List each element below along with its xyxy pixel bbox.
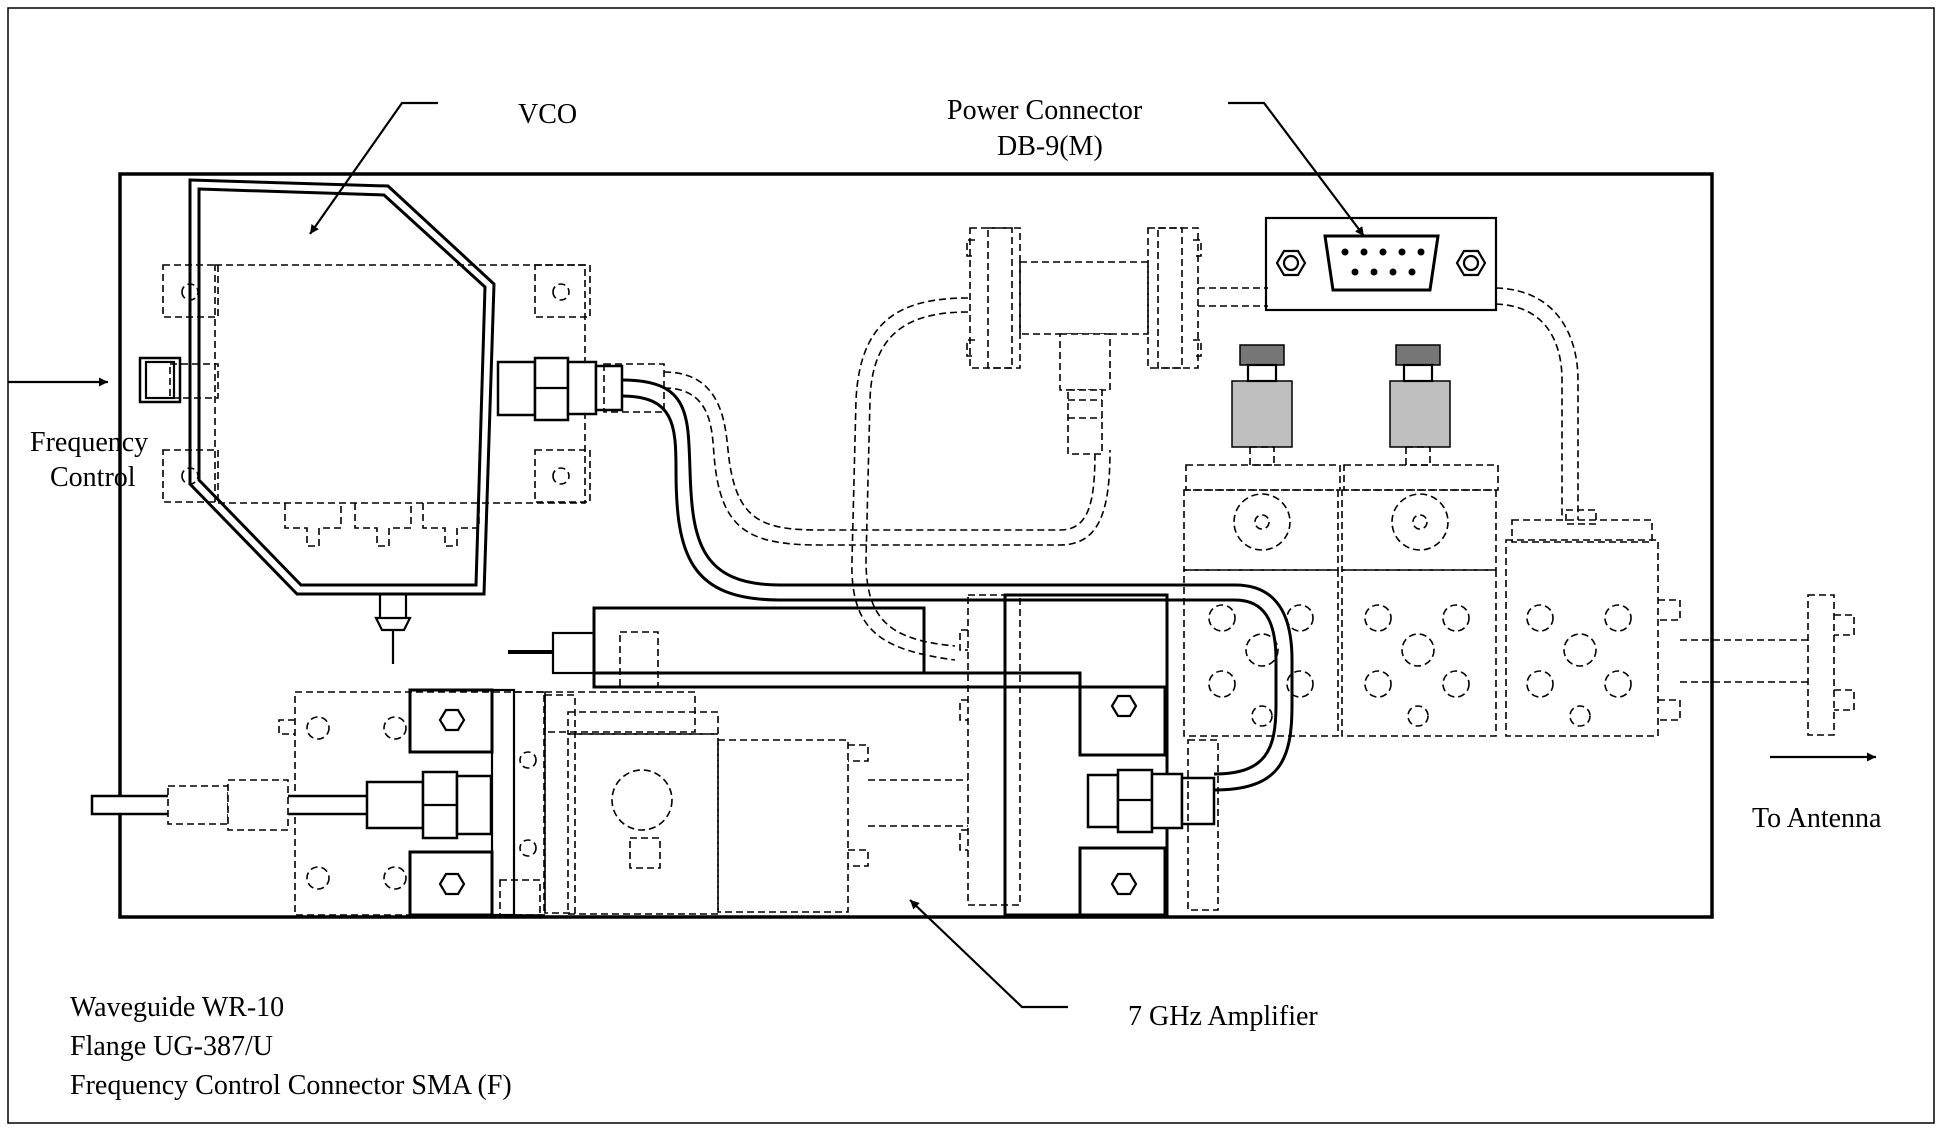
waveguide-blocks: [1183, 464, 1681, 737]
notes: Waveguide WR-10 Flange UG-387/U Frequenc…: [70, 992, 512, 1101]
power-connector-label: Power Connector: [947, 95, 1143, 126]
input-isolator: [90, 688, 546, 917]
output-waveguide: [1680, 594, 1855, 736]
vco-label: VCO: [518, 99, 577, 130]
vco-output-connector: [496, 356, 665, 422]
amplifier-assembly: [508, 593, 1219, 917]
outer-frame: [7, 7, 1935, 1124]
top-waveguide: [966, 227, 1268, 455]
label-vco: VCO: [309, 99, 577, 235]
to-antenna-label: To Antenna: [1752, 803, 1882, 834]
tuner-right: [1389, 344, 1451, 466]
label-frequency-control: Frequency Control: [8, 377, 148, 493]
power-connector-type: DB-9(M): [997, 131, 1103, 162]
frequency-control-label: Frequency: [30, 427, 148, 458]
note-connector: Frequency Control Connector SMA (F): [70, 1070, 512, 1101]
vco-assembly: [138, 178, 591, 664]
label-to-antenna: To Antenna: [1752, 752, 1882, 834]
amplifier-body: [544, 691, 968, 915]
amplifier-label: 7 GHz Amplifier: [1128, 1001, 1318, 1032]
db9-power-connector: [1264, 216, 1579, 520]
chassis-plate: [118, 172, 1714, 919]
semirigid-cable: [621, 378, 1294, 792]
rear-cable: [663, 297, 1111, 661]
note-flange: Flange UG-387/U: [70, 1031, 273, 1062]
label-amplifier: 7 GHz Amplifier: [909, 899, 1318, 1032]
frequency-control-label-2: Control: [50, 462, 136, 493]
label-power-connector: Power Connector DB-9(M): [947, 95, 1365, 237]
tuner-left: [1231, 344, 1293, 466]
note-waveguide: Waveguide WR-10: [70, 992, 284, 1023]
